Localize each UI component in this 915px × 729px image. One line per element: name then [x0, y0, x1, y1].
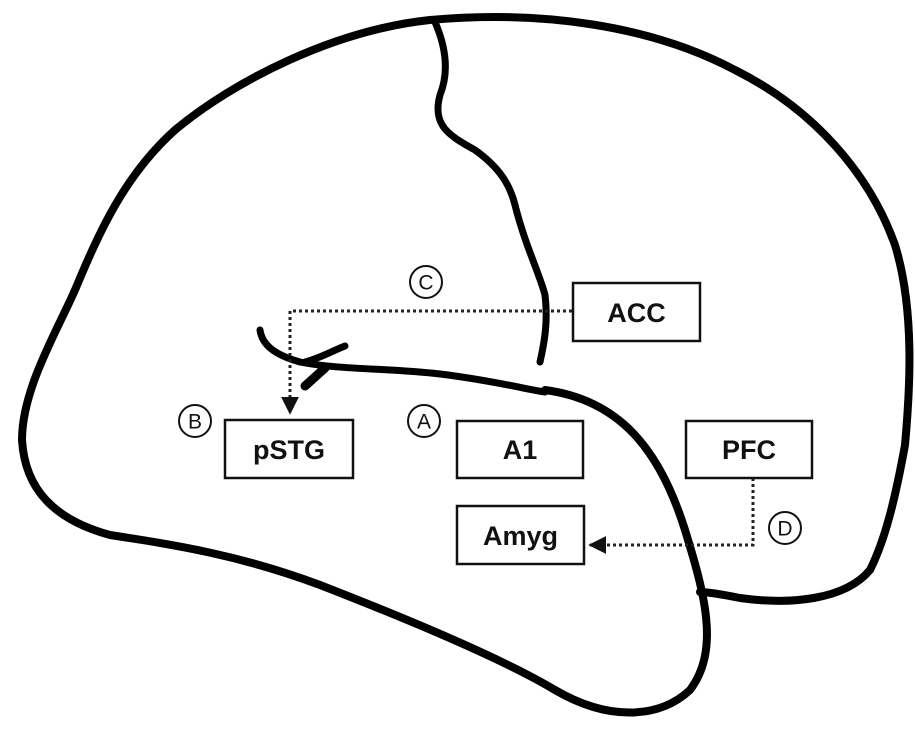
region-pfc-label: PFC	[722, 435, 776, 465]
fissure-branch	[301, 342, 349, 366]
region-pstg-label: pSTG	[253, 435, 325, 465]
marker-d-label: D	[777, 518, 792, 541]
region-pstg: pSTG	[223, 418, 355, 480]
marker-d: D	[768, 511, 802, 545]
fissure-spur	[300, 363, 330, 391]
connection-pfc-to-amyg	[588, 478, 755, 554]
marker-c-label: C	[418, 272, 433, 295]
region-acc-label: ACC	[607, 298, 666, 328]
region-pfc: PFC	[684, 419, 814, 480]
region-acc: ACC	[571, 281, 702, 343]
connection-acc-to-pstg	[281, 309, 572, 415]
region-amyg-label: Amyg	[483, 521, 558, 551]
marker-b: B	[178, 404, 212, 438]
marker-a: A	[407, 404, 441, 438]
marker-b-label: B	[188, 411, 202, 434]
lateral-fissure	[256, 326, 549, 396]
central-sulcus	[431, 18, 550, 366]
brain-outline	[18, 13, 914, 717]
region-amyg: Amyg	[455, 504, 586, 566]
marker-a-label: A	[417, 411, 431, 434]
region-a1-label: A1	[503, 435, 538, 465]
region-a1: A1	[455, 419, 585, 480]
marker-c: C	[409, 265, 443, 299]
